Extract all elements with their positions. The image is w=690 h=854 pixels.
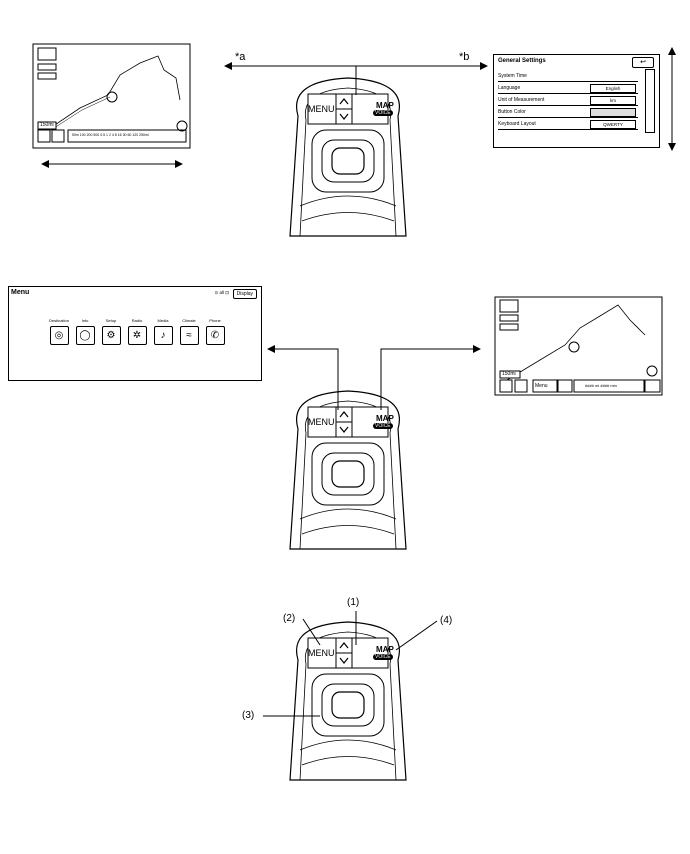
info-icon: ◯ — [75, 326, 95, 345]
menu-button-label-3: MENU — [308, 648, 335, 658]
menu-item-label: Phone — [209, 318, 221, 323]
general-settings-title: General Settings — [498, 58, 546, 64]
menu-button-label: MENU — [308, 104, 335, 114]
media-icon: ♪ — [153, 326, 173, 345]
scroll-arrows — [41, 47, 676, 168]
setting-label: Keyboard Layout — [498, 121, 536, 127]
menu-button-label-2: MENU — [308, 417, 335, 427]
map-scale-bar: 50m 100 200 500 0.5 1 2 4 8 16 30 60 120… — [72, 133, 149, 137]
voice-button-label: VOICE — [373, 110, 393, 116]
back-button[interactable]: ↩ — [632, 57, 654, 68]
callout-1: (1) — [347, 597, 360, 608]
setting-value: QWERTY — [590, 120, 636, 129]
setting-row[interactable]: Language English — [498, 83, 638, 94]
setting-row[interactable]: Keyboard Layout QWERTY — [498, 119, 638, 130]
radio-icon: ✲ — [127, 326, 147, 345]
label-b: *b — [459, 51, 470, 63]
map-screen-top — [32, 43, 191, 149]
menu-item-label: Info — [81, 318, 89, 323]
map-scale-top: 150mi — [40, 122, 54, 128]
menu-item-label: Climate — [182, 318, 196, 323]
menu-item-label: Setup — [105, 318, 117, 323]
menu-item-label: Destination — [48, 318, 69, 323]
map-route-info: #### mi #### min — [585, 383, 617, 388]
setting-label: Unit of Measurement — [498, 97, 545, 103]
scrollbar[interactable] — [645, 69, 655, 133]
menu-item-climate[interactable]: Climate ≈ — [175, 318, 203, 345]
menu-item-label: Media — [157, 318, 169, 323]
menu-item-destination[interactable]: Destination ◎ — [45, 318, 73, 345]
map-button-label-3: MAP — [376, 645, 394, 654]
menu-item-label: Radio — [131, 318, 143, 323]
menu-item-setup[interactable]: Setup ⚙ — [97, 318, 125, 345]
menu-item-info[interactable]: Info ◯ — [71, 318, 99, 345]
setting-row[interactable]: Unit of Measurement km — [498, 95, 638, 106]
setup-icon: ⚙ — [101, 326, 121, 345]
button-color-swatch — [590, 108, 636, 117]
map-button-label-2: MAP — [376, 414, 394, 423]
general-settings-screen: General Settings ↩ System Time Language … — [493, 54, 660, 148]
menu-screen: Menu ⊙ all ⊡ Display Destination◎ Info◯ … — [8, 286, 262, 381]
map-button-label: MAP — [376, 101, 394, 110]
map-scale-right: 150mi — [502, 371, 516, 377]
setting-row[interactable]: Button Color — [498, 107, 638, 118]
menu-item-media[interactable]: Media ♪ — [149, 318, 177, 345]
phone-icon: ✆ — [205, 326, 225, 345]
menu-status-info: ⊙ all ⊡ — [214, 290, 229, 295]
menu-title: Menu — [11, 289, 30, 296]
callout-lines — [263, 611, 438, 717]
display-button[interactable]: Display — [232, 289, 257, 299]
setting-label: Button Color — [498, 109, 526, 115]
map-screen-right — [494, 296, 663, 396]
map-menu-button[interactable]: Menu — [535, 383, 548, 389]
callout-3: (3) — [242, 710, 255, 721]
voice-button-label-3: VOICE — [373, 654, 393, 660]
setting-label: Language — [498, 85, 521, 91]
menu-item-radio[interactable]: Radio ✲ — [123, 318, 151, 345]
compass-icon: ◎ — [49, 326, 69, 345]
menu-item-phone[interactable]: Phone ✆ — [201, 318, 229, 345]
climate-icon: ≈ — [179, 326, 199, 345]
setting-value: km — [590, 96, 636, 105]
setting-label: System Time — [498, 73, 527, 79]
setting-row[interactable]: System Time — [498, 71, 638, 82]
callout-2: (2) — [283, 613, 296, 624]
voice-button-label-2: VOICE — [373, 423, 393, 429]
callout-4: (4) — [440, 615, 453, 626]
button-arrows — [267, 345, 481, 410]
label-a: *a — [235, 51, 246, 63]
setting-value: English — [590, 84, 636, 93]
